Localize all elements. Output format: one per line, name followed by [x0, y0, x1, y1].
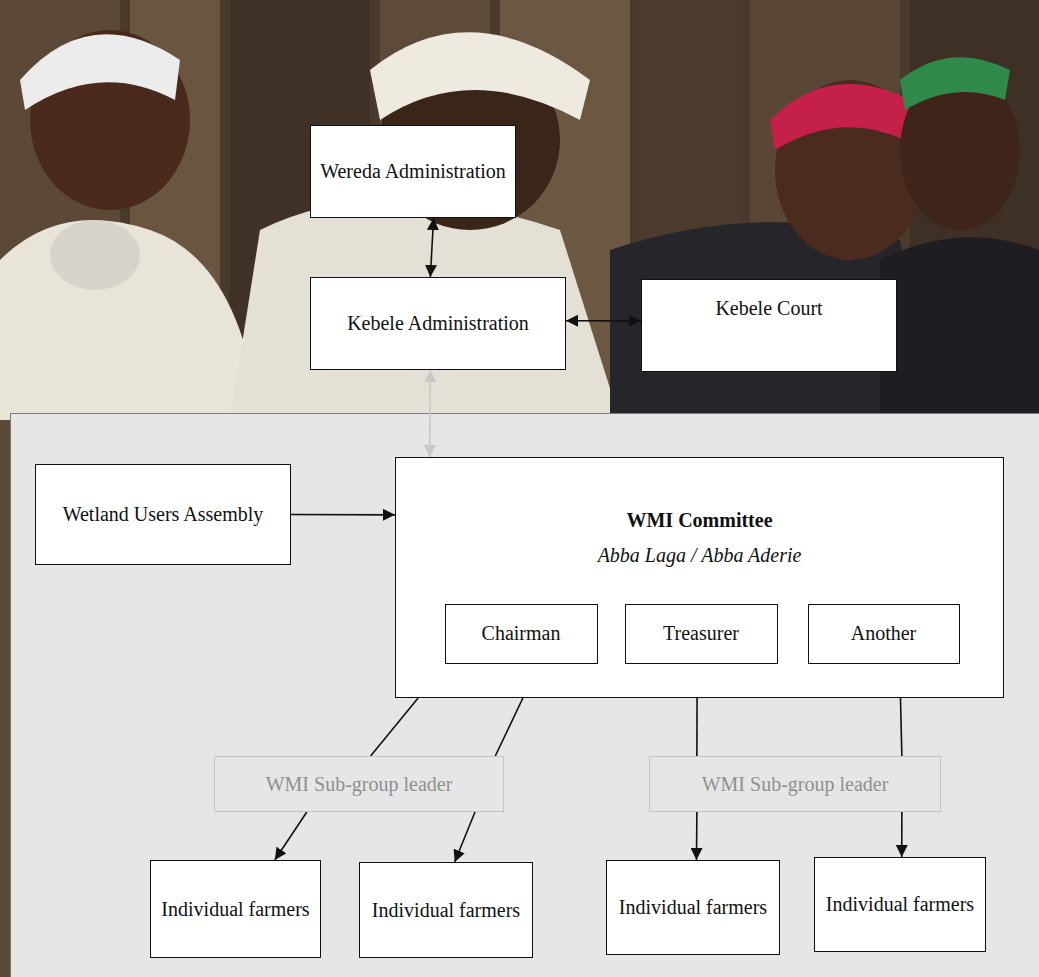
connector — [455, 812, 475, 862]
admin-box: Wereda Administration — [310, 125, 516, 218]
connector — [275, 812, 307, 860]
connector — [495, 698, 523, 756]
people-figures — [0, 30, 1039, 420]
box-label: Individual farmers — [613, 895, 773, 920]
farmer-box: Individual farmers — [359, 862, 533, 958]
subgroup-box: WMI Sub-group leader — [214, 756, 504, 812]
box-label: Wereda Administration — [314, 159, 512, 184]
box-label: Kebele Administration — [341, 311, 535, 336]
role-box: Treasurer — [625, 604, 778, 664]
connector — [430, 218, 433, 277]
court-box: Kebele Court — [641, 279, 897, 372]
subgroup-box: WMI Sub-group leader — [649, 756, 941, 812]
connector — [429, 370, 431, 457]
farmer-box: Individual farmers — [150, 860, 321, 958]
box-label: WMI Sub-group leader — [260, 772, 459, 797]
assembly-box: Wetland Users Assembly — [35, 464, 291, 565]
box-label: Chairman — [476, 621, 567, 646]
box-label: Individual farmers — [366, 898, 526, 923]
connector — [371, 698, 419, 756]
committee-box: Chairman Treasurer Another WMI CommitteeAbb… — [395, 457, 1004, 698]
box-label: WMI Sub-group leader — [696, 772, 895, 797]
box-label: Individual farmers — [155, 897, 315, 922]
box-label: Wetland Users Assembly — [57, 502, 270, 527]
box-label: Treasurer — [657, 621, 745, 646]
committee-subtitle: Abba Laga / Abba Aderie — [592, 543, 808, 568]
role-box: Another — [808, 604, 960, 664]
box-label: Kebele Court — [709, 296, 828, 321]
box-label: Individual farmers — [820, 892, 980, 917]
connector — [901, 812, 903, 857]
committee-heading: WMI Committee — [620, 508, 778, 533]
admin-box: Kebele Administration — [310, 277, 566, 370]
connector — [291, 514, 395, 516]
role-box: Chairman — [445, 604, 598, 664]
box-label: Another — [845, 621, 923, 646]
connector — [696, 698, 698, 756]
connector — [696, 812, 698, 860]
connector — [566, 320, 641, 322]
farmer-box: Individual farmers — [814, 857, 986, 952]
connector — [900, 698, 901, 756]
farmer-box: Individual farmers — [606, 860, 780, 955]
